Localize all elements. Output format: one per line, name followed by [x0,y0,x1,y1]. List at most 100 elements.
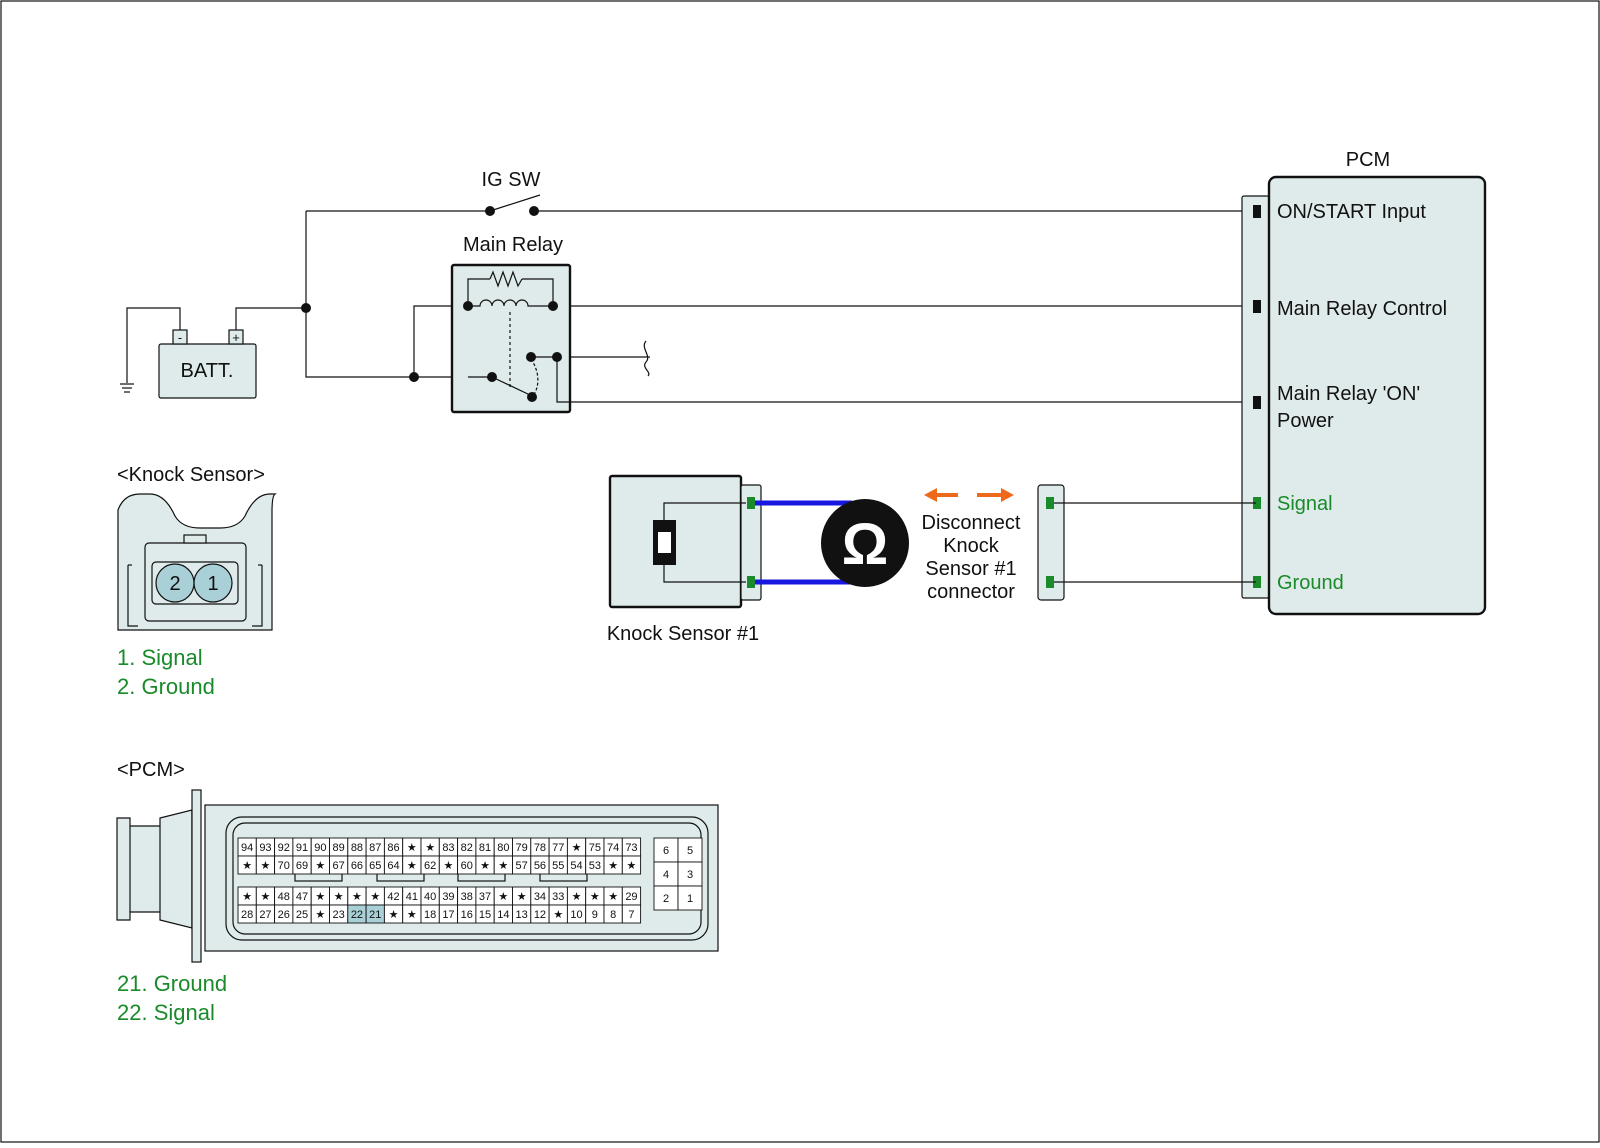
pcm-pin-label: ★ [517,891,527,903]
pcm-pin-label: 47 [296,891,308,903]
pcm-pin-label: ★ [425,842,435,854]
pcm-pin-label: ★ [242,860,252,872]
pcm-pin-label: 79 [516,842,528,854]
instruction-line-4: connector [927,581,1015,603]
pcm-on-start-label: ON/START Input [1277,201,1426,223]
pcm-pin-label: ★ [608,860,618,872]
pcm-small-pin-cell [653,885,679,911]
batt-plus-label: + [232,330,240,345]
pcm-small-pin-label: 1 [687,893,693,905]
power-bus [305,211,492,378]
pcm-pin-label: ★ [352,891,362,903]
pcm-pin-label: 91 [296,842,308,854]
knock-pin-1 [193,563,233,603]
pcm-pin-label: 16 [461,909,473,921]
pcm-pin-label: 75 [589,842,601,854]
pcm-pin-cell [621,904,642,924]
pcm-pin-label: ★ [590,891,600,903]
power-circuit [120,194,1256,403]
disconnect-arrows [924,488,1014,502]
pcm-pin-label: 86 [387,842,399,854]
knock-sensor-connector [740,484,762,601]
pcm-pin-label: ★ [480,860,490,872]
ground-wire [126,307,181,383]
pcm-pin-label: 89 [333,842,345,854]
pcm-pin-label: ★ [407,842,417,854]
pcm-connector-title: <PCM> [117,759,185,781]
pcm-pin-label: ★ [242,891,252,903]
pcm-pin-label: ★ [498,860,508,872]
pcm-pin-label: ★ [370,891,380,903]
pcm-pin-label: ★ [407,860,417,872]
pcm-pin-label: 92 [278,842,290,854]
pcm-pin-label: 34 [534,891,546,903]
pcm-pin-label: ★ [572,891,582,903]
pcm-pin-label: 67 [333,860,345,872]
knock-pin-1-label: 1 [207,573,218,595]
batt-minus-label: - [178,330,182,345]
pcm-pin-label: ★ [627,860,637,872]
pcm-pin-label: 25 [296,909,308,921]
pcm-pin-label: 7 [628,909,634,921]
pcm-pin-label: 62 [424,860,436,872]
pcm-small-pin-cell [677,885,703,911]
ig-sw-label: IG SW [482,169,541,191]
pcm-pin-label: 94 [241,842,253,854]
pcm-pin-label: 23 [333,909,345,921]
harness-connector [1037,484,1065,601]
pcm-pin-label: 87 [369,842,381,854]
pcm-pin-label: 29 [625,891,637,903]
pcm-pin-label: 12 [534,909,546,921]
pcm-pin-label: 26 [278,909,290,921]
pcm-pin-label: ★ [608,891,618,903]
pcm-pin-cell [621,855,642,875]
pcm-pin-label: 77 [552,842,564,854]
pcm-pin-label: 60 [461,860,473,872]
pcm-small-pin-label: 2 [663,893,669,905]
pcm-pin-label: 41 [406,891,418,903]
pcm-pin-label: ★ [334,891,344,903]
pcm-small-pin-cell [677,861,703,887]
knock-legend-signal: 1. Signal [117,645,203,670]
pcm-pin-label: 40 [424,891,436,903]
pcm-pin-label: 22 [351,909,363,921]
pcm-legend-ground: 21. Ground [117,971,227,996]
pcm-pin-label: 10 [570,909,582,921]
pcm-pin-label: 73 [625,842,637,854]
pcm-pin-label: 33 [552,891,564,903]
relay-coil-feed [413,305,468,377]
pcm-pin-label: 57 [516,860,528,872]
knock-sensor-connector-view: <Knock Sensor> 2 1 1. Signal 2. Ground [117,464,277,699]
pcm-pin-label: 78 [534,842,546,854]
knock-legend-ground: 2. Ground [117,674,215,699]
pcm-block-title: PCM [1346,149,1390,171]
pcm-block-body [1267,175,1487,616]
pcm-small-pin-label: 4 [663,869,669,881]
pcm-pin-label: 53 [589,860,601,872]
pcm-pin-label: 37 [479,891,491,903]
pcm-pin-label: 55 [552,860,564,872]
pcm-pin-label: 15 [479,909,491,921]
pcm-pin-label: 9 [592,909,598,921]
pcm-pin-label: 93 [259,842,271,854]
pcm-pin-label: 69 [296,860,308,872]
main-relay-label: Main Relay [463,234,563,256]
pcm-pin-label: 88 [351,842,363,854]
ohm-symbol: Ω [842,512,889,577]
pcm-legend-signal: 22. Signal [117,1000,215,1025]
pcm-pin-label: ★ [261,891,271,903]
pcm-pin-label: 90 [314,842,326,854]
pcm-pin-label: ★ [261,860,271,872]
battery: - + BATT. [158,329,257,399]
ohmmeter [821,499,909,587]
pcm-pin-label: 14 [497,909,509,921]
pcm-signal-label: Signal [1277,493,1333,515]
pcm-pin-label: ★ [389,909,399,921]
pcm-pin-label: 18 [424,909,436,921]
knock-pin-2-label: 2 [169,573,180,595]
wire-break-mark [643,340,650,377]
